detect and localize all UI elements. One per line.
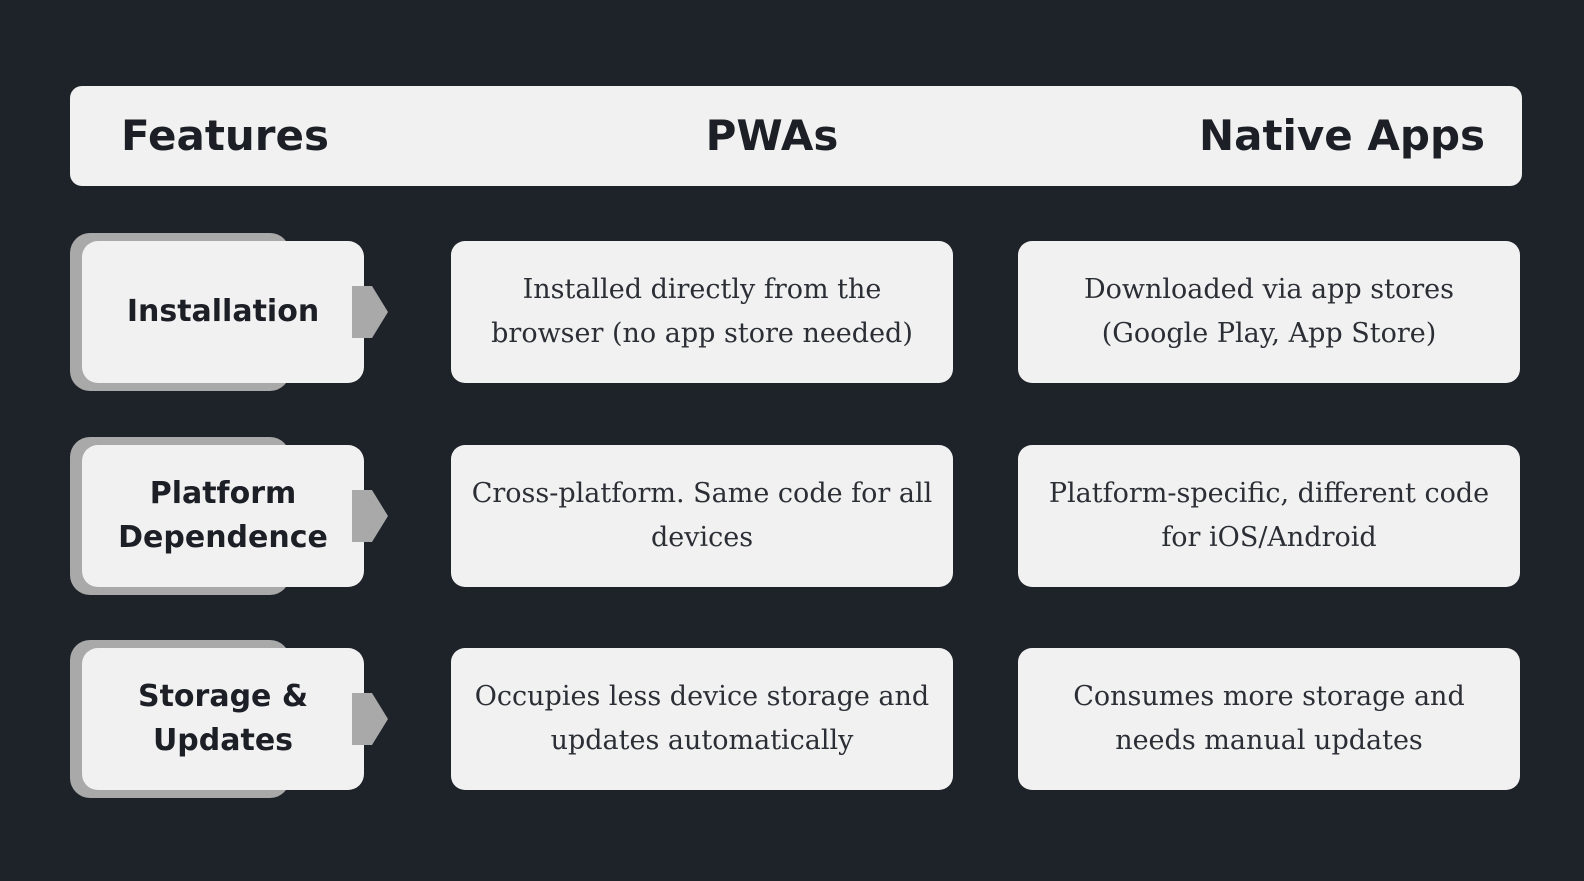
table-header: Features PWAs Native Apps [70, 86, 1522, 186]
cell-text: Downloaded via app stores (Google Play, … [1083, 274, 1455, 349]
header-pwas: PWAs [705, 111, 839, 160]
header-features: Features [121, 111, 329, 160]
feature-installation: Installation [70, 233, 388, 391]
feature-platform-dependence: Platform Dependence [70, 437, 388, 595]
arrow-right-icon [352, 490, 388, 542]
feature-card: Storage & Updates [82, 648, 364, 790]
feature-label: Platform Dependence [118, 476, 328, 555]
header-native-apps: Native Apps [1198, 111, 1486, 160]
feature-card: Platform Dependence [82, 445, 364, 587]
cell-text: Consumes more storage and needs manual u… [1073, 681, 1465, 756]
pwa-cell-installation: Installed directly from the browser (no … [451, 241, 953, 383]
arrow-right-icon [352, 286, 388, 338]
native-cell-storage-updates: Consumes more storage and needs manual u… [1018, 648, 1520, 790]
cell-text: Cross-platform. Same code for all device… [471, 478, 933, 553]
feature-card: Installation [82, 241, 364, 383]
cell-text: Occupies less device storage and updates… [474, 681, 930, 756]
pwa-cell-storage-updates: Occupies less device storage and updates… [451, 648, 953, 790]
feature-storage-updates: Storage & Updates [70, 640, 388, 798]
feature-label: Storage & Updates [137, 679, 309, 758]
native-cell-installation: Downloaded via app stores (Google Play, … [1018, 241, 1520, 383]
native-cell-platform-dependence: Platform-specific, different code for iO… [1018, 445, 1520, 587]
arrow-right-icon [352, 693, 388, 745]
cell-text: Platform-specific, different code for iO… [1048, 478, 1490, 553]
feature-label: Installation [126, 294, 320, 329]
cell-text: Installed directly from the browser (no … [491, 274, 913, 349]
pwa-cell-platform-dependence: Cross-platform. Same code for all device… [451, 445, 953, 587]
